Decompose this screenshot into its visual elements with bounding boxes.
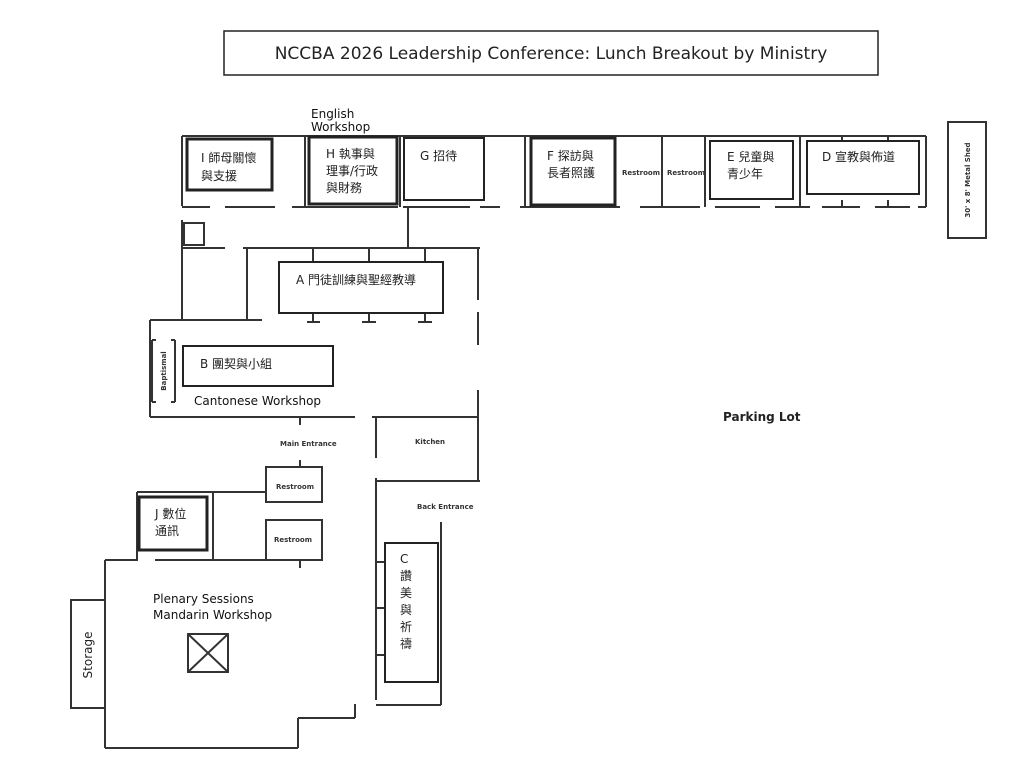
plenary-label-2: Mandarin Workshop <box>153 608 272 622</box>
room-c-label-2: 讚 <box>400 568 412 583</box>
room-c-box <box>384 542 439 683</box>
room-h-box <box>307 135 399 206</box>
restroom-label: Restroom <box>667 169 705 177</box>
room-b-label: B 團契與小組 <box>200 357 272 371</box>
storage-room <box>70 599 106 709</box>
english-workshop-label-1: English <box>311 107 354 121</box>
room-e-label-2: 青少年 <box>727 167 763 181</box>
room-d-box <box>806 140 920 195</box>
room-c-label-1: C <box>400 552 408 566</box>
title-box <box>223 30 879 76</box>
room-c-label-6: 禱 <box>400 637 412 651</box>
kitchen-label: Kitchen <box>415 438 445 446</box>
room-j-label-1: J 數位 <box>154 506 186 521</box>
room-i-label-1: I 師母關懷 <box>201 151 256 165</box>
restroom-label: Restroom <box>276 483 314 491</box>
room-f-box <box>529 136 617 207</box>
room-g-box <box>403 137 485 201</box>
restroom-label: Restroom <box>274 536 312 544</box>
room-i-label-2: 與支援 <box>201 169 237 183</box>
pillar-x-icon <box>187 633 229 673</box>
english-workshop-label-2: Workshop <box>311 120 370 134</box>
parking-lot-label: Parking Lot <box>723 410 801 424</box>
room-g-label: G 招待 <box>420 149 457 163</box>
room-i-box <box>185 137 274 192</box>
main-entrance-label: Main Entrance <box>280 440 337 448</box>
middle-building-walls <box>149 207 480 706</box>
metal-shed <box>947 121 987 239</box>
room-e-label-1: E 兒童與 <box>727 149 774 164</box>
restroom-label: Restroom <box>622 169 660 177</box>
room-j-label-2: 通訊 <box>155 523 179 538</box>
room-c-label-4: 與 <box>400 603 412 617</box>
room-h-label-1: H 執事與 <box>326 147 375 161</box>
room-d-label: D 宣教與佈道 <box>822 149 895 164</box>
room-c-label-5: 祈 <box>400 620 412 634</box>
page-title: NCCBA 2026 Leadership Conference: Lunch … <box>275 44 828 64</box>
room-e-box <box>709 140 794 200</box>
room-a-label: A 門徒訓練與聖經教導 <box>296 272 416 287</box>
room-h-label-2: 理事/行政 <box>326 164 378 178</box>
plenary-label-1: Plenary Sessions <box>153 592 254 606</box>
room-j-box <box>137 495 209 552</box>
room-b-box <box>182 345 334 387</box>
back-entrance-label: Back Entrance <box>417 503 474 511</box>
cantonese-workshop-label: Cantonese Workshop <box>194 394 321 408</box>
top-wing-walls <box>181 135 927 208</box>
storage-label: Storage <box>81 632 95 679</box>
room-c-label-3: 美 <box>400 586 412 600</box>
room-a-box <box>278 261 444 314</box>
baptismal-label: Baptismal <box>160 351 168 390</box>
room-h-label-3: 與財務 <box>326 180 362 195</box>
room-f-label-2: 長者照護 <box>547 165 595 180</box>
room-f-label-1: F 探訪與 <box>547 148 594 163</box>
metal-shed-label: 30' x 8' Metal Shed <box>964 142 972 217</box>
